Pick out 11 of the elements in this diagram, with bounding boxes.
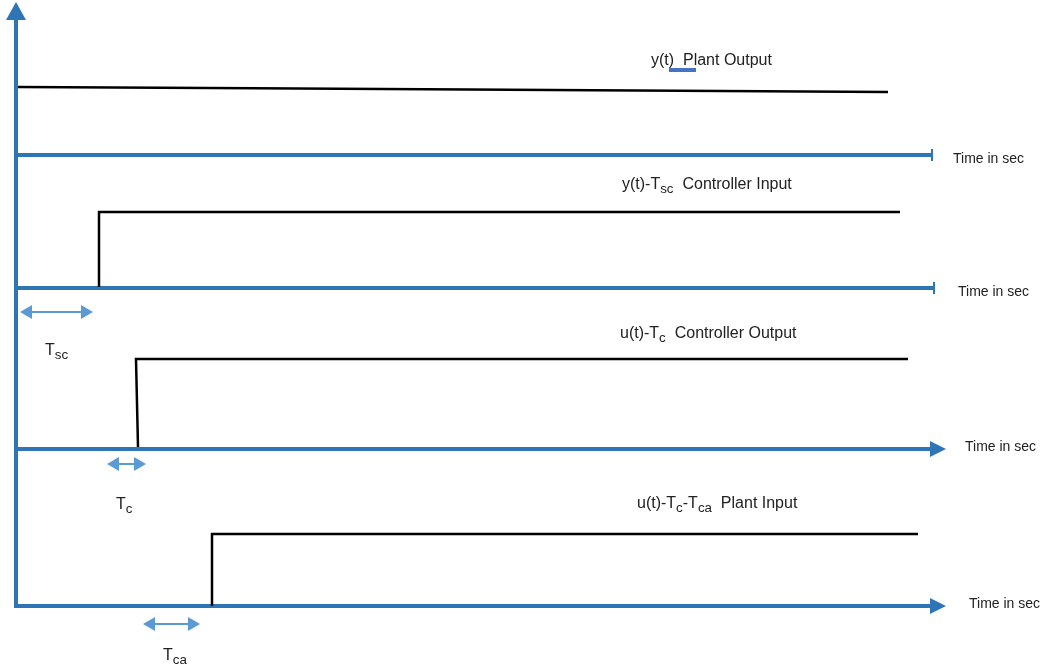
signal-label: y(t) Plant Output	[651, 50, 772, 70]
delay-label: T$_{c}$	[116, 494, 133, 519]
signal-label: y(t)-T$_{sc}$ Controller Input	[622, 174, 792, 199]
axis-label: Time in sec	[958, 282, 1030, 301]
axis-label: Time in sec	[953, 149, 1025, 168]
axis-label: Time in sec	[969, 594, 1041, 613]
delay-label: T$_{ca}$	[163, 645, 187, 669]
delay-label: T$_{sc}$	[45, 340, 69, 365]
signal-label: u(t)-T$_{c}$ Controller Output	[620, 323, 797, 348]
axis-label: Time in sec	[965, 437, 1037, 456]
signal-label: u(t)-T$_{c}$-T$_{ca}$ Plant Input	[637, 493, 798, 518]
